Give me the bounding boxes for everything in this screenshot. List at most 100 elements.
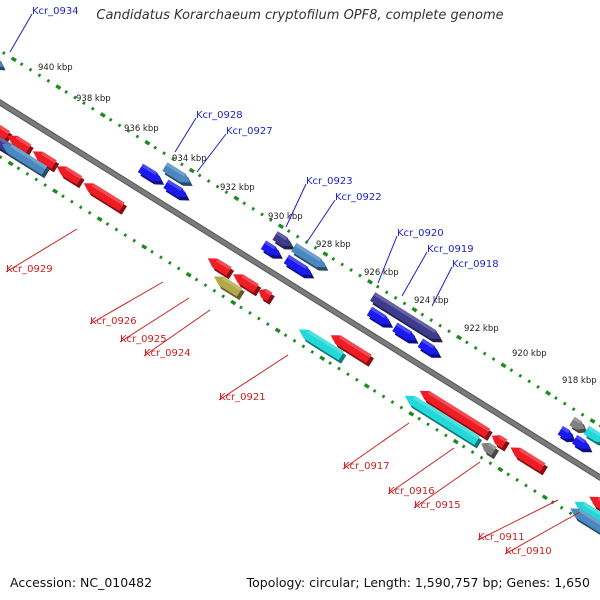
reverse-gene-arrow [413,395,480,440]
scale-tick-upper [500,362,507,369]
scale-tick-lower [461,444,466,449]
scale-tick-upper [420,312,425,317]
scale-tick-upper [447,329,451,334]
reverse-gene-arrow [207,258,232,276]
scale-tick-upper [277,223,284,229]
scale-tick-lower [283,333,288,338]
scale-label: 930 kbp [268,212,303,222]
scale-tick-lower [515,477,519,482]
scale-tick-lower [444,433,448,438]
scale-tick-upper [340,262,345,267]
reverse-gene-label: Kcr_0915 [414,500,461,511]
scale-tick-lower [25,171,30,176]
scale-tick-lower [506,472,511,477]
scale-tick-upper [37,73,42,78]
reverse-gene-arrow [330,335,372,364]
map-title: Candidatus Korarchaeum cryptofilum OPF8,… [96,8,504,23]
scale-tick-lower [328,361,332,365]
reverse-gene-arrow [56,166,83,185]
reverse-gene-arrow [10,144,48,169]
scale-label: 928 kbp [316,240,351,250]
reverse-gene-label: Kcr_0924 [144,348,191,359]
scale-tick-upper [562,401,567,406]
forward-gene-arrow [272,231,292,247]
reverse-gene-arrow [83,183,125,212]
scale-tick-upper [64,90,69,94]
reverse-gene-arrow [589,496,600,510]
forward-gene-label: Kcr_0934 [32,6,79,17]
scale-tick-lower [265,322,270,327]
scale-tick-upper [260,212,264,217]
scale-tick-lower [417,416,422,421]
scale-tick-lower [524,483,528,488]
scale-tick-lower [176,266,181,271]
reverse-gene-label: Kcr_0911 [478,532,525,543]
reverse-gene-arrow [264,289,273,296]
accession-label: Accession: NC_010482 [10,575,153,590]
scale-label: 938 kbp [76,94,111,104]
scale-tick-upper [482,351,487,356]
scale-tick-lower [363,383,370,389]
label-leader-line [413,461,481,509]
scale-label: 936 kbp [124,124,159,134]
scale-tick-lower [239,305,243,310]
scale-tick-lower [354,377,359,382]
forward-gene-arrow [294,242,322,262]
scale-label: 918 kbp [562,376,597,386]
label-leader-line [196,133,227,173]
scale-tick-lower [470,450,475,455]
reverse-gene-label: Kcr_0929 [6,264,53,275]
label-leader-line [306,199,336,243]
scale-label: 934 kbp [172,154,207,164]
forward-gene-arrow [165,162,186,177]
forward-gene-arrow [283,254,312,275]
label-leader-line [285,183,307,228]
reverse-gene-label: Kcr_0921 [219,392,266,403]
scale-tick-lower [292,338,297,343]
scale-tick-upper [188,167,195,174]
scale-tick-upper [411,306,418,313]
scale-tick-upper [375,284,380,289]
scale-tick-lower [479,455,484,460]
scale-tick-upper [242,201,247,206]
forward-gene-arrow [370,306,387,319]
reverse-gene-arrow [298,329,344,361]
reverse-gene-arrow [518,447,546,467]
scale-tick-upper [491,357,496,362]
scale-tick-lower [319,355,326,361]
scale-tick-lower [310,349,315,354]
scale-tick-lower [337,366,341,371]
scale-tick-upper [464,340,469,345]
label-leader-line [174,117,197,153]
scale-tick-lower [381,394,386,399]
forward-gene-arrow [421,338,435,349]
scale-tick-lower [212,288,217,293]
label-leader-line [218,354,289,401]
scale-tick-upper [358,273,362,278]
scale-tick-lower [568,511,573,516]
label-leader-line [377,235,398,284]
scale-tick-lower [248,311,252,315]
label-leader-line [9,13,33,53]
scale-tick-upper [215,184,220,189]
reverse-gene-arrow [307,329,344,355]
scale-tick-lower [167,260,172,265]
scale-tick-upper [366,279,374,285]
forward-gene-label: Kcr_0927 [226,126,273,137]
scale-tick-lower [105,222,110,226]
scale-tick-upper [589,418,596,424]
scale-tick-lower [87,210,92,215]
label-leader-line [387,447,455,495]
forward-gene-arrow [166,179,183,192]
scale-tick-upper [162,151,166,156]
reverse-gene-arrow [498,435,508,443]
reverse-gene-arrow [597,497,600,502]
reverse-gene-arrow [510,447,546,472]
forward-gene-arrow [583,425,600,443]
forward-gene-arrow [141,163,158,176]
scale-tick-upper [82,101,86,106]
scale-tick-lower [533,489,537,493]
scale-label: 924 kbp [414,296,449,306]
reverse-gene-arrow [578,508,600,525]
